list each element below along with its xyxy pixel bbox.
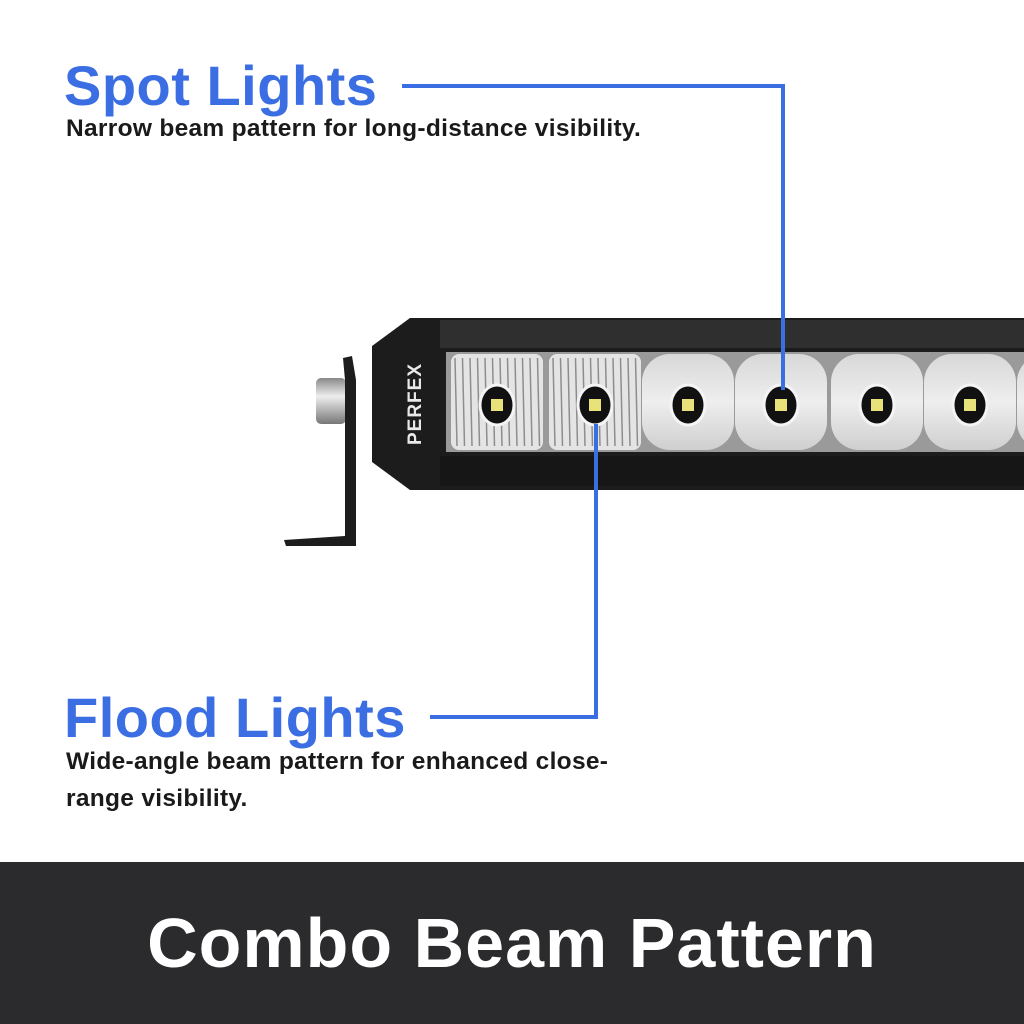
- flood-led: [451, 354, 543, 450]
- flood-led: [549, 354, 641, 450]
- brand-logo: PERFEX: [405, 363, 426, 445]
- spot-callout-line: [402, 84, 785, 390]
- spot-led: [642, 354, 734, 450]
- flood-lights-description: Wide-angle beam pattern for enhanced clo…: [66, 748, 609, 812]
- mounting-bolt: [316, 378, 346, 424]
- spot-led: [735, 354, 827, 450]
- footer-banner: Combo Beam Pattern: [0, 862, 1024, 1024]
- flood-lights-heading: Flood Lights: [64, 686, 406, 749]
- spot-lights-description: Narrow beam pattern for long-distance vi…: [66, 115, 642, 142]
- spot-led: [831, 354, 923, 450]
- footer-title: Combo Beam Pattern: [147, 904, 877, 982]
- spot-lights-heading: Spot Lights: [64, 54, 378, 117]
- mounting-bracket: [284, 356, 356, 546]
- led-row: [451, 354, 1024, 450]
- light-bar-illustration: PERFEX: [284, 84, 1024, 719]
- spot-led: [1017, 363, 1024, 441]
- spot-led: [924, 354, 1016, 450]
- flood-callout-line: [430, 424, 598, 719]
